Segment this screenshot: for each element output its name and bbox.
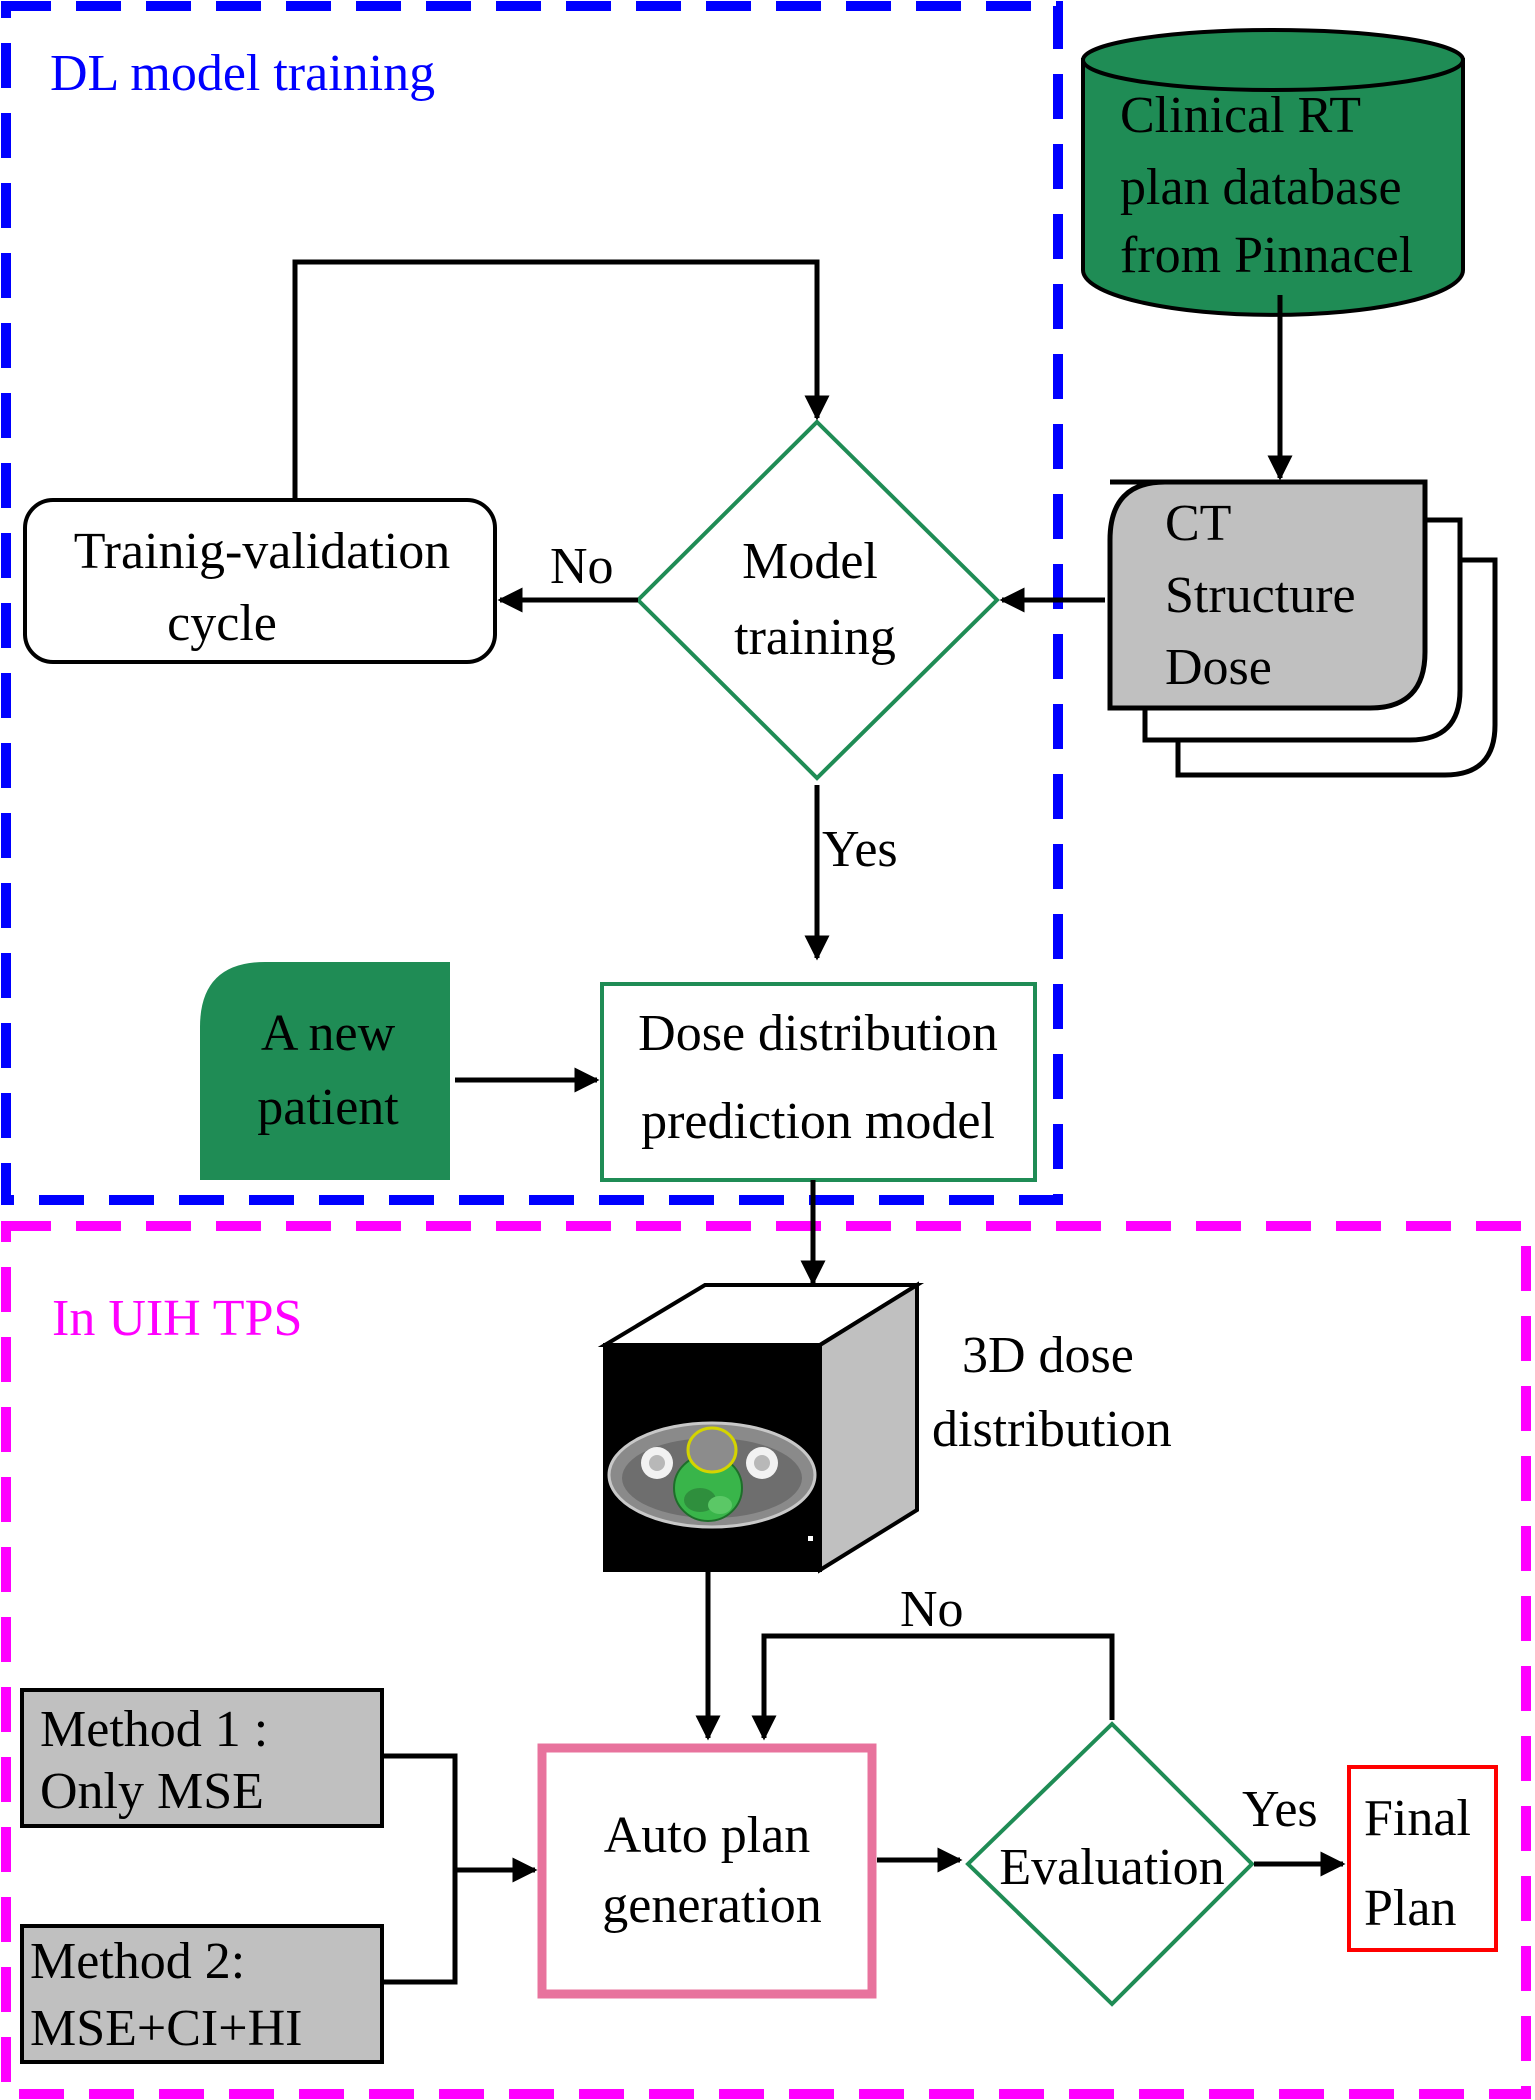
training-yes-label: Yes	[822, 821, 898, 878]
method-1-box: Method 1 : Only MSE	[20, 1688, 384, 1828]
stack-line-dose: Dose	[1165, 639, 1272, 696]
database-line-3: from Pinnacel	[1120, 227, 1413, 284]
cycle-line-1: Trainig-validation	[74, 523, 451, 580]
evaluation-yes-label: Yes	[1242, 1781, 1318, 1838]
database-line-2: plan database	[1120, 159, 1402, 216]
prediction-model-line-1: Dose distribution	[638, 1005, 998, 1062]
tps-region-title: In UIH TPS	[52, 1290, 302, 1347]
evaluation-label: Evaluation	[999, 1839, 1224, 1896]
ct-structure-dose-stack: CT Structure Dose	[1107, 479, 1498, 778]
training-no-label: No	[550, 538, 614, 595]
model-training-diamond: Model training	[635, 419, 1000, 781]
prediction-model-box: Dose distribution prediction model	[600, 982, 1037, 1182]
new-patient-node: A new patient	[200, 962, 450, 1180]
auto-plan-line-2: generation	[602, 1877, 821, 1934]
new-patient-line-2: patient	[257, 1079, 399, 1136]
auto-plan-line-1: Auto plan	[604, 1807, 811, 1864]
stack-line-structure: Structure	[1165, 567, 1356, 624]
dose-cube	[597, 1281, 925, 1574]
training-validation-cycle-box: Trainig-validation cycle	[23, 498, 497, 664]
evaluation-diamond: Evaluation	[965, 1721, 1255, 2007]
model-training-line-1: Model	[742, 533, 878, 590]
model-training-line-2: training	[734, 609, 896, 666]
evaluation-no-label: No	[900, 1581, 964, 1638]
ct-slice-image	[607, 1421, 817, 1541]
method-1-connector	[382, 1753, 458, 1985]
database-line-1: Clinical RT	[1120, 87, 1361, 144]
cycle-feedback-edge	[292, 259, 830, 500]
final-plan-line-2: Plan	[1364, 1880, 1456, 1937]
method-1-line-1: Method 1 :	[40, 1701, 268, 1758]
evaluation-no-edge	[751, 1633, 1115, 1741]
final-plan-box: Final Plan	[1347, 1765, 1498, 1952]
final-plan-line-1: Final	[1364, 1790, 1471, 1847]
dose-3d-line-2: distribution	[932, 1401, 1172, 1458]
method-2-line-1: Method 2:	[30, 1933, 245, 1990]
stack-line-ct: CT	[1165, 495, 1231, 552]
method-2-box: Method 2: MSE+CI+HI	[20, 1924, 384, 2064]
method-1-line-2: Only MSE	[40, 1763, 264, 1820]
training-region-title: DL model training	[50, 45, 435, 102]
auto-plan-box: Auto plan generation	[537, 1743, 877, 1999]
dose-3d-line-1: 3D dose	[962, 1327, 1134, 1384]
clinical-database: Clinical RT plan database from Pinnacel	[1081, 28, 1465, 317]
new-patient-line-1: A new	[261, 1005, 396, 1062]
cycle-line-2: cycle	[167, 595, 277, 652]
training-region	[1, 1, 1063, 1205]
tps-region	[1, 1221, 1531, 2099]
prediction-model-line-2: prediction model	[641, 1093, 995, 1150]
method-2-line-2: MSE+CI+HI	[30, 2000, 302, 2057]
